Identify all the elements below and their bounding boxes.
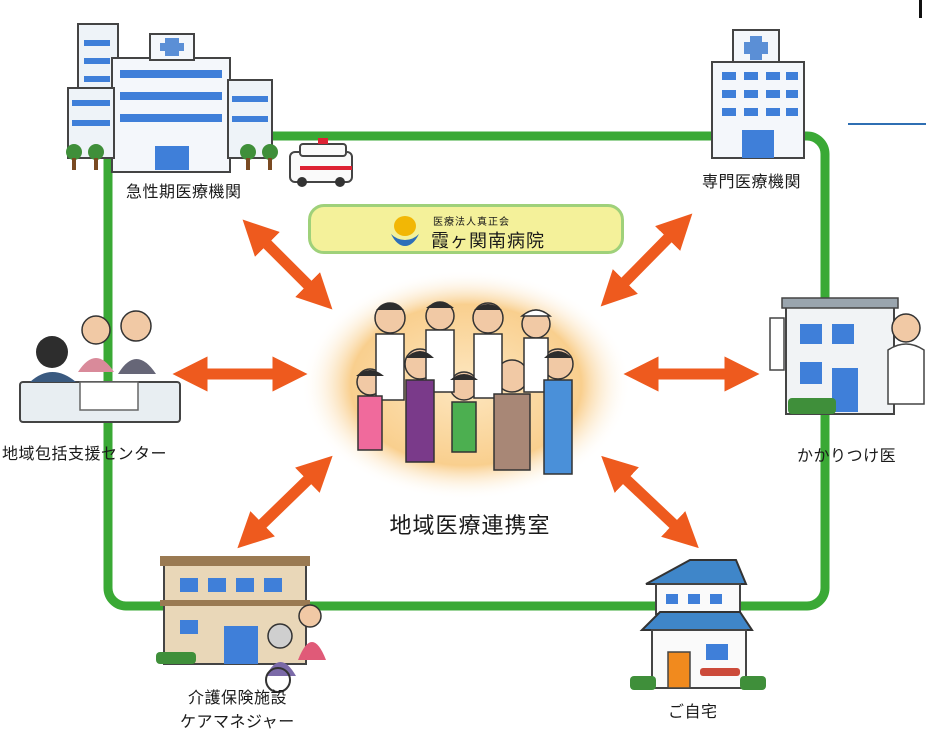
center-label: 地域医療連携室 bbox=[389, 514, 551, 539]
top-right-marker bbox=[919, 0, 922, 18]
hospital-logo-box: 医療法人真正会 霞ヶ関南病院 bbox=[308, 204, 624, 254]
clinic-illustration bbox=[769, 297, 925, 415]
label-specialist-medical: 専門医療機関 bbox=[702, 172, 802, 191]
home-illustration bbox=[630, 559, 766, 690]
arrow-acute bbox=[242, 219, 333, 310]
arrow-home bbox=[601, 455, 699, 549]
label-care-manager: ケアマネジャー bbox=[180, 712, 295, 731]
label-home: ご自宅 bbox=[668, 702, 718, 721]
blue-rule bbox=[848, 123, 926, 125]
label-community-support: 地域包括支援センター bbox=[2, 444, 168, 463]
hospital-corporation: 医療法人真正会 bbox=[433, 217, 510, 228]
hospital-name: 霞ヶ関南病院 bbox=[431, 231, 545, 252]
support-center-illustration bbox=[19, 310, 181, 423]
hospital-logo-icon bbox=[391, 216, 419, 246]
label-family-doctor: かかりつけ医 bbox=[797, 446, 897, 465]
arrow-specialist bbox=[600, 213, 693, 307]
specialist-hospital-illustration bbox=[711, 29, 805, 159]
care-facility-illustration bbox=[156, 556, 326, 693]
acute-hospital-illustration bbox=[66, 23, 353, 187]
label-care-facility: 介護保険施設 bbox=[188, 688, 288, 707]
label-acute-medical: 急性期医療機関 bbox=[126, 182, 242, 201]
staff-group-illustration bbox=[356, 301, 574, 475]
arrow-care-facility bbox=[237, 455, 333, 549]
